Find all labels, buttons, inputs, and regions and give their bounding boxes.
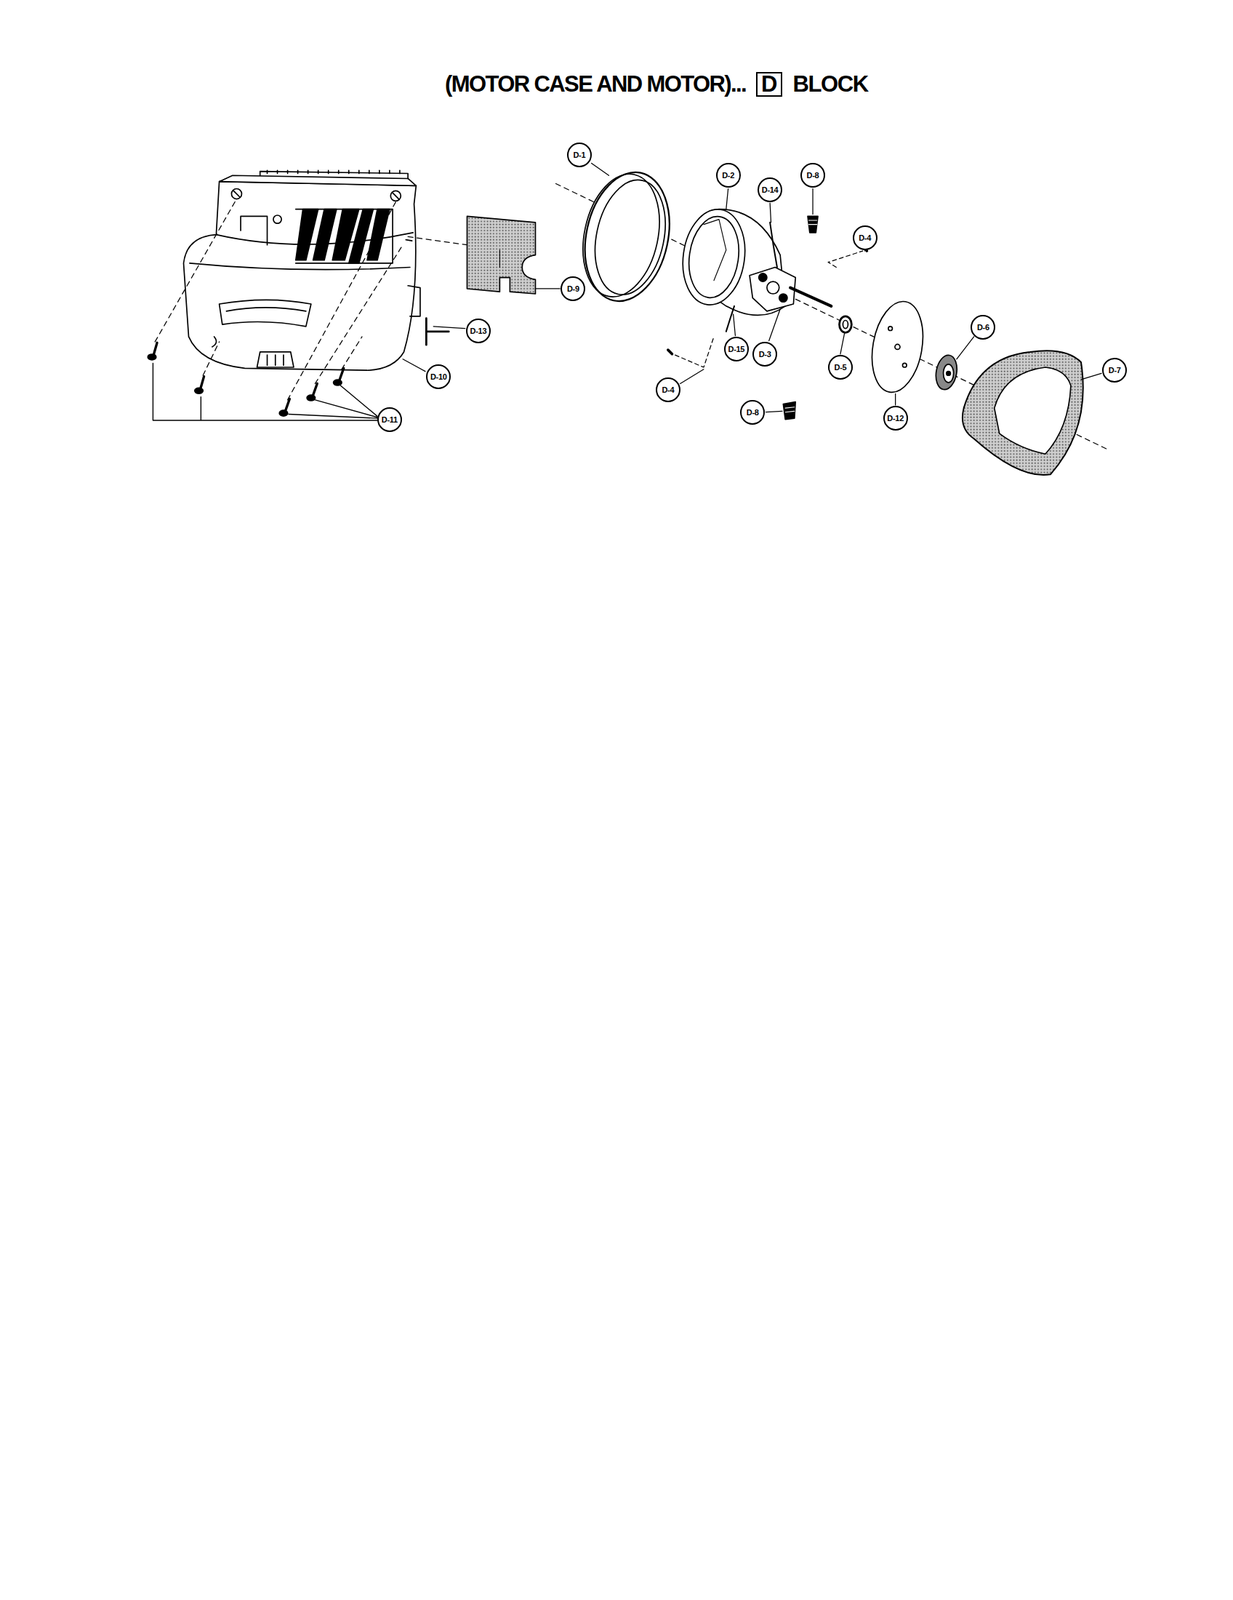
- callout-number: D-7: [1108, 365, 1122, 375]
- callout-number: D-4: [858, 233, 871, 243]
- callout-circle: D-3: [752, 341, 778, 367]
- callout-number: D-2: [721, 170, 735, 180]
- callout-circle: D-2: [716, 162, 741, 188]
- callout-number: D-12: [886, 413, 904, 423]
- callout-number: D-14: [761, 185, 779, 195]
- callout-number: D-8: [746, 407, 759, 417]
- callout-number: D-10: [430, 372, 448, 381]
- callout-circle: D-4: [852, 225, 878, 251]
- diagram-title: (MOTOR CASE AND MOTOR)...: [444, 71, 746, 98]
- callout-circle: D-9: [560, 276, 586, 301]
- callout-number: D-8: [806, 170, 820, 180]
- callout-number: D-1: [572, 150, 586, 160]
- callout-number: D-4: [661, 385, 674, 395]
- callout-number: D-3: [758, 349, 772, 359]
- callout-number: D-13: [470, 326, 488, 336]
- callout-circle: D-4: [655, 377, 681, 403]
- callout-circle: D-1: [567, 142, 592, 168]
- block-label: BLOCK: [792, 71, 868, 98]
- callout-circle: D-8: [800, 162, 826, 188]
- callout-number: D-5: [833, 362, 847, 372]
- callout-circle: D-15: [724, 336, 749, 362]
- callout-circle: D-14: [757, 177, 783, 203]
- callout-number: D-11: [381, 415, 398, 424]
- callout-circle: D-10: [426, 364, 451, 389]
- callout-circle: D-7: [1102, 357, 1127, 383]
- title-row: (MOTOR CASE AND MOTOR)... D BLOCK: [444, 71, 869, 98]
- block-letter-box: D: [756, 71, 783, 97]
- motor: [676, 205, 831, 332]
- callout-number: D-6: [977, 322, 990, 332]
- callout-circle: D-8: [740, 399, 765, 425]
- callout-number: D-9: [567, 284, 580, 293]
- block-letter: D: [761, 71, 778, 97]
- callout-circle: D-12: [883, 405, 909, 431]
- callout-circle: D-13: [466, 318, 491, 344]
- motor-case: [183, 170, 421, 371]
- callout-number: D-15: [728, 344, 746, 354]
- callout-circle: D-5: [828, 354, 853, 380]
- callout-circle: D-11: [377, 407, 403, 432]
- callout-circle: D-6: [970, 314, 996, 340]
